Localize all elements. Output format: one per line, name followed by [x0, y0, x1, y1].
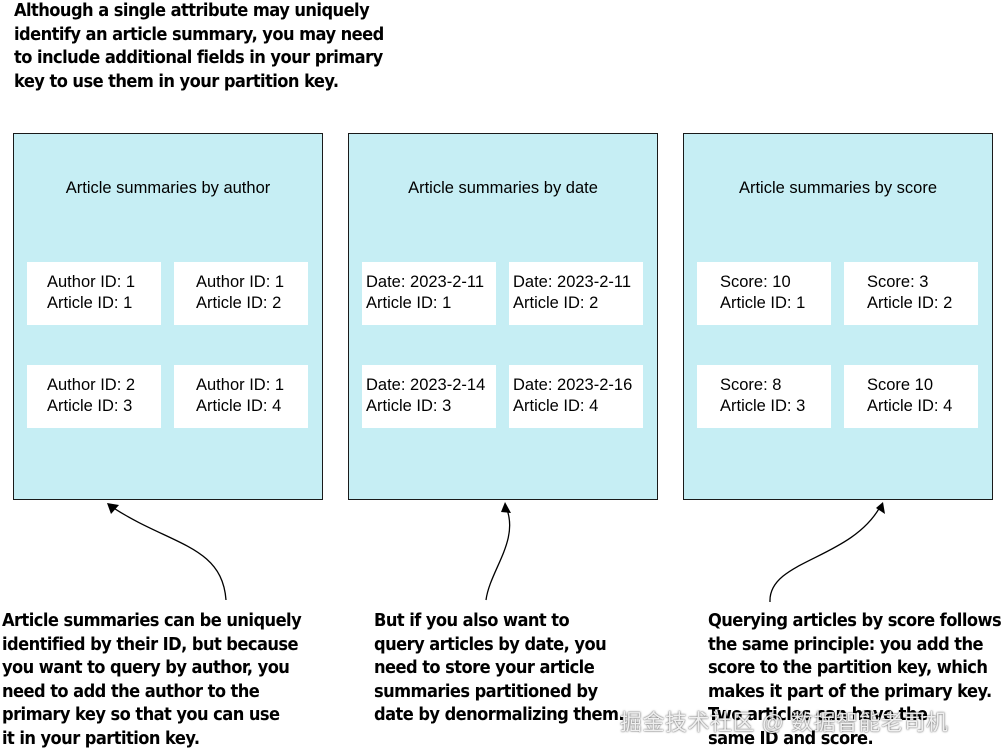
card-key: Score: 8	[720, 376, 782, 394]
article-card: Author ID: 1 Article ID: 1	[27, 262, 161, 325]
card-article-id: Article ID: 3	[47, 397, 133, 415]
annotation-line: Two articles can have the	[708, 705, 928, 725]
top-annotation-line: key to use them in your partition key.	[14, 71, 339, 92]
annotation-line: date by denormalizing them.	[374, 705, 625, 725]
top-annotation-line: to include additional fields in your pri…	[14, 48, 383, 68]
card-key: Date: 2023-2-11	[513, 273, 632, 291]
article-card: Author ID: 1 Article ID: 4	[174, 365, 308, 428]
arrowhead-score	[876, 502, 885, 514]
panel-title: Article summaries by date	[408, 179, 598, 197]
card-article-id: Article ID: 1	[366, 294, 452, 312]
card-key: Author ID: 1	[196, 376, 285, 394]
arrow-to-date-panel	[485, 506, 511, 601]
card-key: Score 10	[867, 376, 934, 394]
article-card: Score: 3 Article ID: 2	[844, 262, 978, 325]
article-card: Author ID: 2 Article ID: 3	[27, 365, 161, 428]
arrow-to-author-panel	[111, 506, 227, 601]
annotation-line: you want to query by author, you	[2, 658, 290, 678]
annotation-line: summaries partitioned by	[374, 681, 598, 702]
panel-by-date: Article summaries by date Date: 2023-2-1…	[348, 133, 658, 500]
annotation-line: query articles by date, you	[374, 634, 607, 655]
article-card: Date: 2023-2-16 Article ID: 4	[509, 365, 643, 428]
panel-by-score: Article summaries by score Score: 10 Art…	[683, 133, 993, 500]
annotation-line: need to store your article	[374, 658, 595, 678]
card-key: Score: 10	[720, 273, 791, 291]
top-annotation: Although a single attribute may uniquely…	[14, 0, 384, 94]
card-article-id: Article ID: 4	[867, 397, 953, 415]
article-card: Date: 2023-2-11 Article ID: 1	[362, 262, 496, 325]
card-article-id: Article ID: 2	[513, 294, 599, 312]
card-key: Author ID: 2	[47, 376, 136, 394]
card-article-id: Article ID: 1	[720, 294, 806, 312]
annotation-line: primary key so that you can use	[2, 705, 280, 725]
annotation-line: identified by their ID, but because	[2, 634, 299, 655]
article-card: Date: 2023-2-11 Article ID: 2	[509, 262, 643, 325]
card-article-id: Article ID: 3	[366, 397, 452, 415]
annotation-line: makes it part of the primary key.	[708, 681, 992, 702]
card-key: Date: 2023-2-14	[366, 376, 486, 394]
annotation-line: the same principle: you add the	[708, 634, 984, 655]
card-article-id: Article ID: 1	[47, 294, 133, 312]
card-key: Score: 3	[867, 273, 929, 291]
article-card: Score: 10 Article ID: 1	[697, 262, 831, 325]
card-article-id: Article ID: 4	[196, 397, 282, 415]
annotation-line: But if you also want to	[374, 611, 570, 631]
card-key: Date: 2023-2-16	[513, 376, 633, 394]
arrowhead-author	[107, 503, 119, 514]
watermark: 掘金技术社区 @ 数据智能老司机	[620, 710, 949, 735]
annotation-score: Querying articles by score follows the s…	[708, 610, 1002, 751]
card-article-id: Article ID: 2	[196, 294, 282, 312]
article-card: Score 10 Article ID: 4	[844, 365, 978, 428]
arrowhead-date	[501, 502, 511, 513]
top-annotation-line: Although a single attribute may uniquely	[14, 1, 370, 21]
annotation-line: need to add the author to the	[2, 681, 260, 702]
panel-title: Article summaries by score	[738, 179, 938, 197]
annotation-line: Querying articles by score follows	[708, 611, 1002, 631]
card-article-id: Article ID: 3	[720, 397, 806, 415]
annotation-date: But if you also want to query articles b…	[374, 610, 625, 728]
card-article-id: Article ID: 4	[513, 397, 599, 415]
annotation-line: same ID and score.	[708, 728, 874, 749]
annotation-line: score to the partition key, which	[708, 658, 988, 678]
card-key: Author ID: 1	[47, 273, 136, 291]
panel-title: Article summaries by author	[65, 179, 271, 197]
article-card: Date: 2023-2-14 Article ID: 3	[362, 365, 496, 428]
article-card: Author ID: 1 Article ID: 2	[174, 262, 308, 325]
card-key: Date: 2023-2-11	[366, 273, 485, 291]
top-annotation-line: identify an article summary, you may nee…	[14, 24, 384, 45]
panel-by-author: Article summaries by author Author ID: 1…	[13, 133, 323, 500]
card-article-id: Article ID: 2	[867, 294, 953, 312]
card-key: Author ID: 1	[196, 273, 285, 291]
arrow-to-score-panel	[769, 506, 881, 603]
annotation-line: it in your partition key.	[2, 728, 200, 749]
annotation-line: Article summaries can be uniquely	[2, 611, 302, 631]
annotation-author: Article summaries can be uniquely identi…	[2, 610, 302, 751]
article-card: Score: 8 Article ID: 3	[697, 365, 831, 428]
